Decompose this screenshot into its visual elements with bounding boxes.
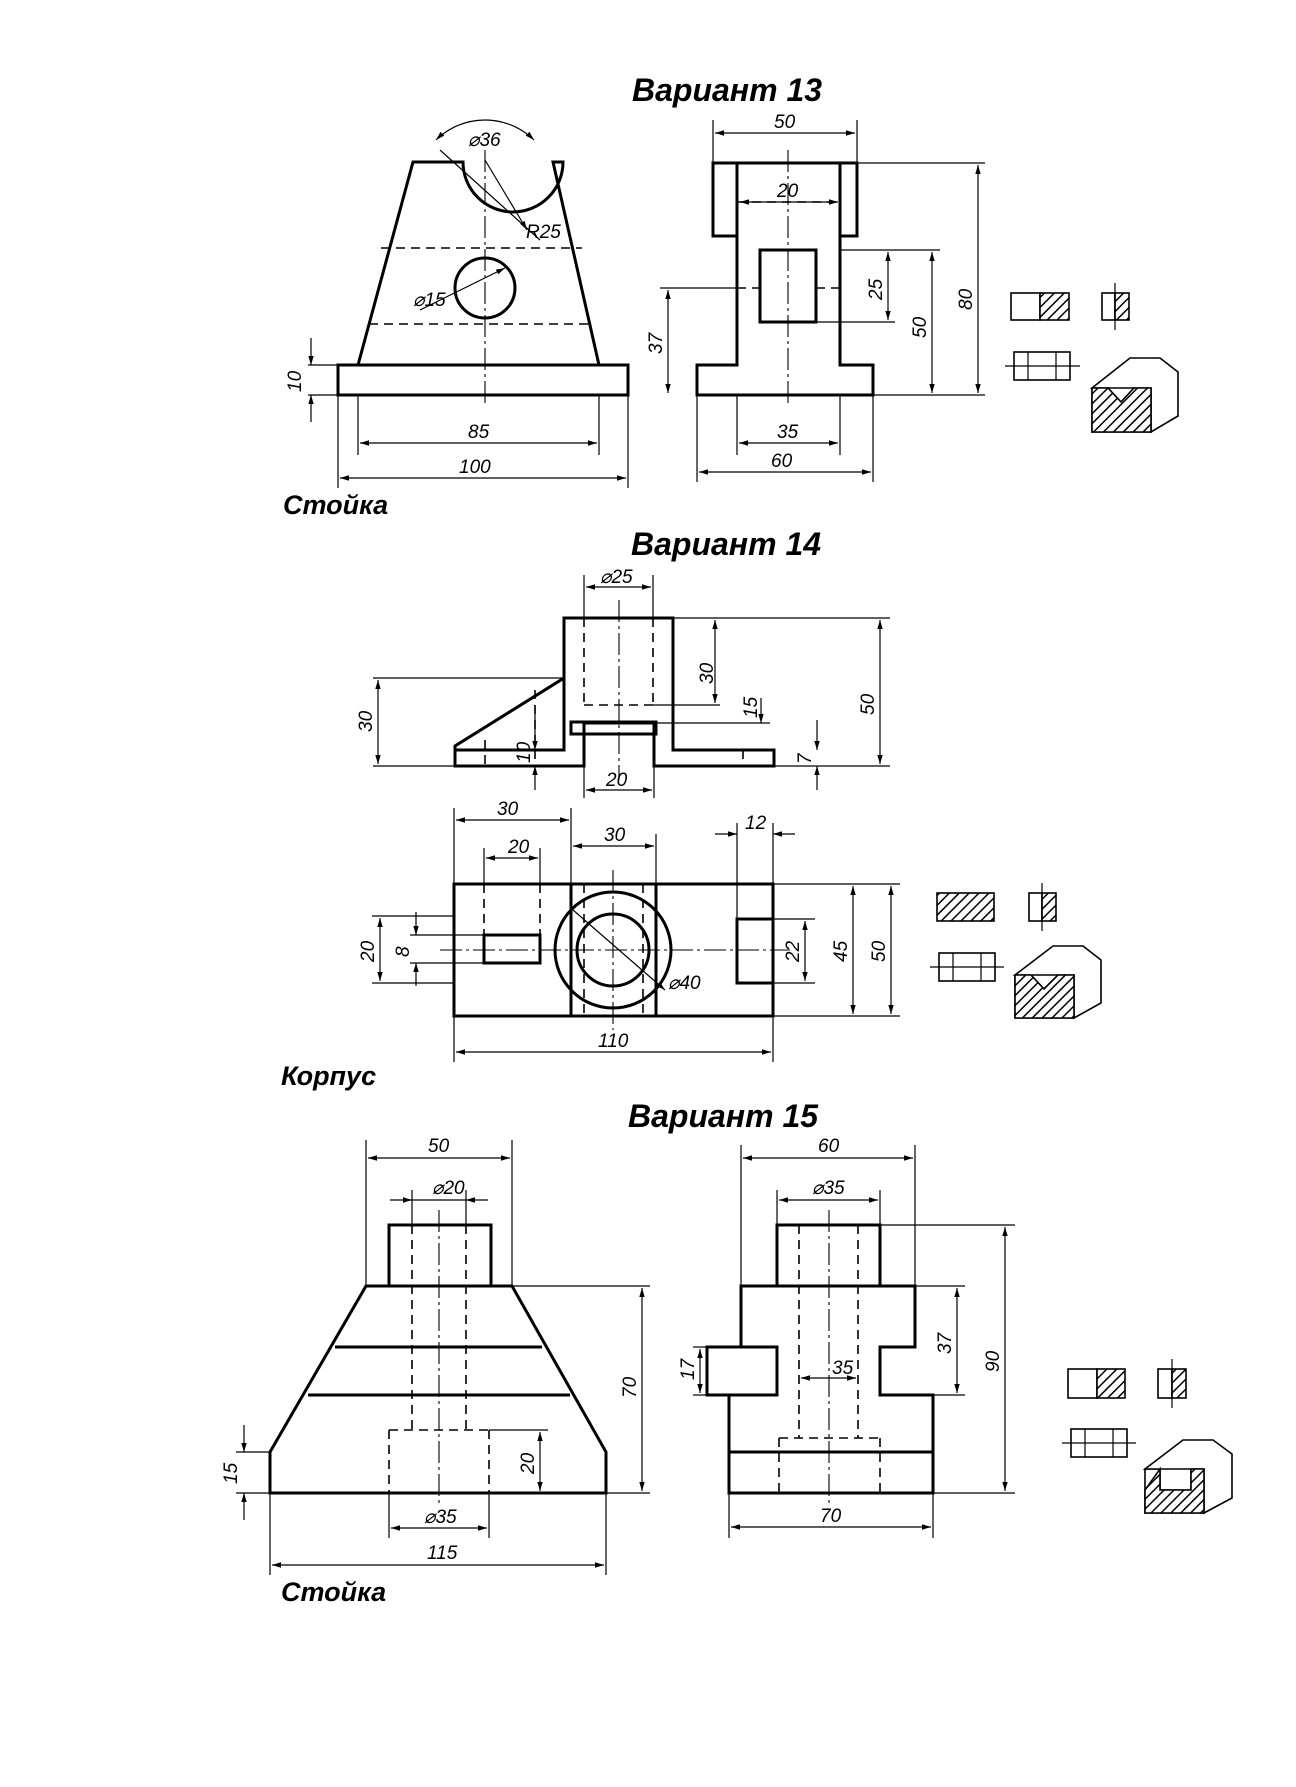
dim-text: ⌀36 bbox=[468, 130, 501, 151]
dim-text: ⌀15 bbox=[413, 290, 446, 311]
dim-text: 60 bbox=[771, 451, 793, 472]
variant-14-front-view: ⌀25 30 50 30 15 10 7 20 bbox=[356, 567, 890, 798]
dim-text: 30 bbox=[497, 799, 519, 820]
dim-text: 15 bbox=[221, 1462, 242, 1484]
dim-text: 50 bbox=[428, 1136, 450, 1157]
dim-text: 35 bbox=[832, 1358, 854, 1379]
dim-text: 30 bbox=[604, 825, 626, 846]
dim-text: 15 bbox=[741, 696, 762, 718]
dim-text: 60 bbox=[818, 1136, 840, 1157]
dim-text: 20 bbox=[358, 940, 379, 963]
variant-15-part-name: Стойка bbox=[281, 1577, 387, 1607]
dim-text: 45 bbox=[831, 940, 852, 962]
dim-text: 50 bbox=[774, 112, 796, 133]
variant-15-title: Вариант 15 bbox=[628, 1098, 819, 1134]
dim-text: 50 bbox=[869, 940, 890, 962]
variant-13-side-view: 50 20 25 37 50 80 35 60 bbox=[646, 112, 985, 482]
dim-text: 25 bbox=[866, 278, 887, 301]
variant-13-title: Вариант 13 bbox=[632, 72, 823, 108]
dim-text: 12 bbox=[745, 813, 767, 834]
dim-text: 20 bbox=[518, 1452, 539, 1475]
dim-text: ⌀40 bbox=[668, 973, 701, 994]
dim-text: 30 bbox=[356, 710, 377, 732]
dim-text: 50 bbox=[858, 693, 879, 715]
dim-text: 70 bbox=[620, 1376, 641, 1398]
variant-13-front-view: ⌀36 R25 ⌀15 10 85 100 bbox=[285, 119, 630, 488]
dim-text: 10 bbox=[285, 370, 306, 392]
dim-text: 70 bbox=[820, 1506, 842, 1527]
dim-text: 20 bbox=[507, 837, 530, 858]
variant-14-top-view: 30 20 30 12 20 8 22 45 50 ⌀40 110 bbox=[358, 799, 900, 1062]
dim-text: 8 bbox=[393, 946, 414, 957]
dim-text: 30 bbox=[697, 662, 718, 684]
dim-text: 90 bbox=[983, 1350, 1004, 1372]
dim-text: 20 bbox=[605, 770, 628, 791]
dim-text: 17 bbox=[678, 1357, 699, 1380]
dim-text: ⌀35 bbox=[424, 1507, 457, 1528]
dim-text: 100 bbox=[459, 457, 491, 478]
dim-text: ⌀20 bbox=[432, 1178, 465, 1199]
dim-text: 35 bbox=[777, 422, 799, 443]
variant-15-section-hint bbox=[1062, 1359, 1233, 1515]
dim-text: 20 bbox=[776, 181, 799, 202]
dim-text: 10 bbox=[514, 741, 535, 763]
variant-14-part-name: Корпус bbox=[281, 1061, 377, 1091]
variant-14-section-hint bbox=[930, 883, 1102, 1020]
variant-14-title: Вариант 14 bbox=[631, 526, 822, 562]
variant-15-front-view: 50 ⌀20 70 15 20 ⌀35 115 bbox=[221, 1136, 650, 1575]
dim-text: 37 bbox=[935, 1331, 956, 1354]
dim-text: 85 bbox=[468, 422, 490, 443]
dim-text: 80 bbox=[956, 288, 977, 310]
dim-text: ⌀25 bbox=[600, 567, 633, 588]
dim-text: 115 bbox=[427, 1543, 458, 1564]
dim-text: R25 bbox=[526, 222, 561, 243]
variant-15-side-view: 60 ⌀35 37 17 35 90 70 bbox=[678, 1136, 1015, 1538]
dim-text: ⌀35 bbox=[812, 1178, 845, 1199]
variant-13-part-name: Стойка bbox=[283, 490, 389, 520]
dim-text: 50 bbox=[910, 316, 931, 338]
dim-text: 22 bbox=[783, 940, 804, 963]
dim-text: 37 bbox=[646, 331, 667, 354]
dim-text: 7 bbox=[795, 752, 816, 764]
dim-text: 110 bbox=[598, 1031, 629, 1052]
variant-13-section-hint bbox=[1005, 283, 1179, 434]
